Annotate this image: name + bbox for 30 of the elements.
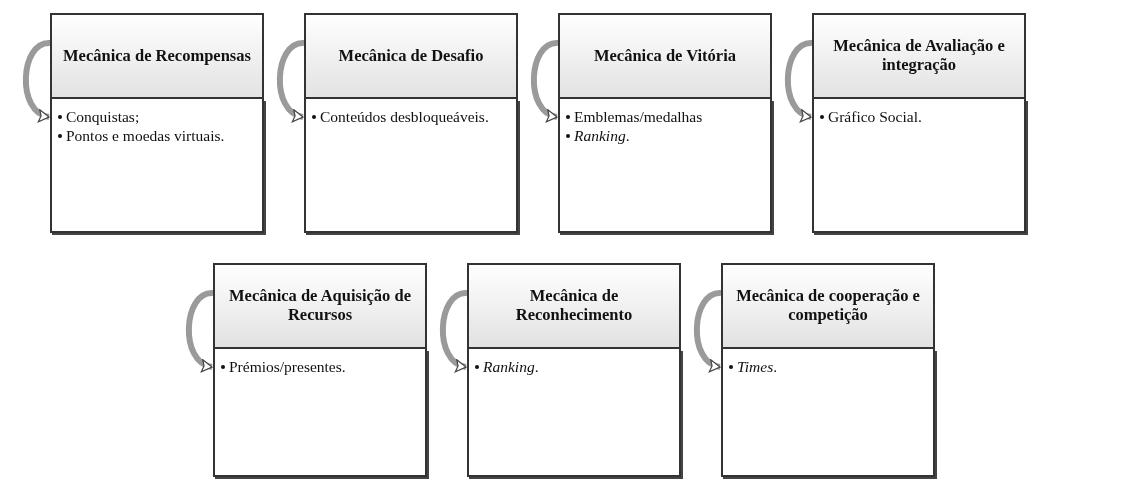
content-box bbox=[558, 99, 772, 233]
header-box bbox=[213, 263, 427, 349]
content-box bbox=[304, 99, 518, 233]
content-box bbox=[812, 99, 1026, 233]
mechanic-title: Mecânica de Vitória bbox=[593, 46, 736, 66]
mechanic-title: Mecânica de cooperação e competição bbox=[735, 287, 921, 325]
list-item-text: Ranking. bbox=[574, 126, 630, 146]
content-box bbox=[213, 349, 427, 477]
list-item-text: Prémios/presentes. bbox=[229, 357, 346, 377]
mechanic-title: Mecânica de Recompensas bbox=[63, 46, 251, 66]
header-box bbox=[50, 13, 264, 99]
header-box bbox=[304, 13, 518, 99]
list-item-text: Conteúdos desbloqueáveis. bbox=[320, 107, 489, 127]
header-box bbox=[721, 263, 935, 349]
mechanic-title: Mecânica de Aquisição de Recursos bbox=[228, 287, 412, 325]
list-item-text: Emblemas/medalhas bbox=[574, 107, 703, 127]
content-box bbox=[50, 99, 264, 233]
list-item-text: Times. bbox=[737, 357, 778, 377]
content-box bbox=[721, 349, 935, 477]
mechanic-title: Mecânica de Avaliação e integração bbox=[832, 37, 1006, 75]
list-item-text: Ranking. bbox=[483, 357, 539, 377]
list-item-text: Pontos e moedas virtuais. bbox=[66, 126, 225, 146]
content-box bbox=[467, 349, 681, 477]
header-box bbox=[812, 13, 1026, 99]
header-box bbox=[558, 13, 772, 99]
mechanic-title: Mecânica de Reconhecimento bbox=[514, 287, 634, 325]
list-item-text: Conquistas; bbox=[66, 107, 140, 127]
list-item-text: Gráfico Social. bbox=[828, 107, 922, 127]
header-box bbox=[467, 263, 681, 349]
mechanic-title: Mecânica de Desafio bbox=[338, 46, 484, 66]
